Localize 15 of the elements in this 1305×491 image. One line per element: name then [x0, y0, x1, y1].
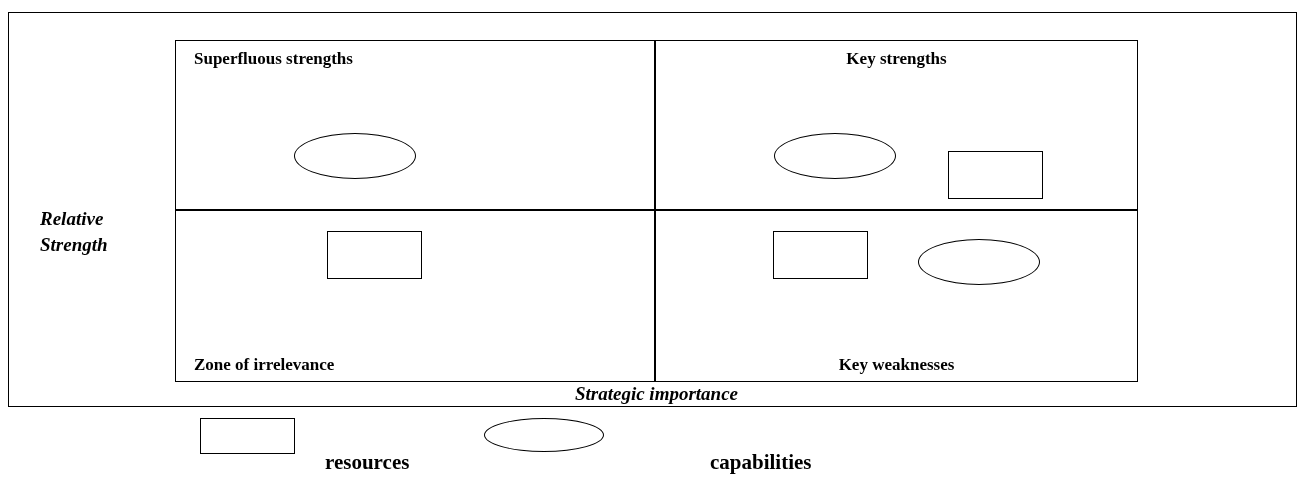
quadrant-cell — [655, 210, 1138, 382]
quadrant-cell — [655, 40, 1138, 210]
quadrant-cell — [175, 40, 655, 210]
resource-rectangle — [773, 231, 868, 279]
resource-rectangle — [327, 231, 422, 279]
axis-label: Relative Strength — [40, 207, 109, 257]
axis-label: Strategic importance — [573, 383, 740, 405]
quadrant-title: Zone of irrelevance — [194, 355, 335, 375]
legend-text: capabilities — [710, 450, 812, 475]
quadrant-title: Key strengths — [846, 49, 947, 69]
resource-rectangle — [948, 151, 1043, 199]
quadrant-title: Key weaknesses — [838, 355, 955, 375]
quadrant-cell — [175, 210, 655, 382]
legend-text: resources — [325, 450, 410, 475]
quadrant-title: Superfluous strengths — [194, 49, 353, 69]
